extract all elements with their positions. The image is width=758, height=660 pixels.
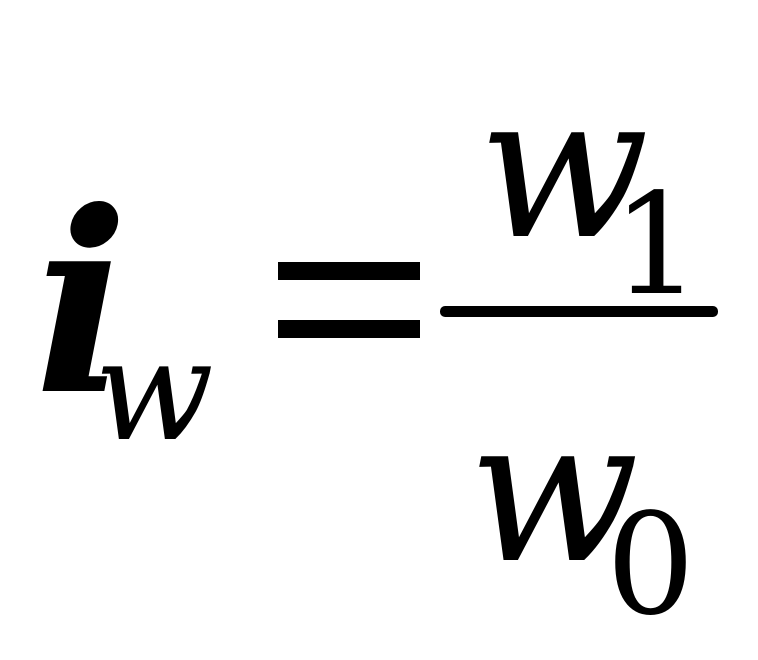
- equals-bar-top: [278, 262, 420, 280]
- lhs-symbol: i: [34, 156, 129, 450]
- equals-bar-bottom: [278, 320, 420, 338]
- numerator-symbol: w: [478, 51, 650, 284]
- denominator-subscript: 0: [606, 484, 696, 647]
- numerator-subscript: 1: [612, 164, 702, 327]
- denominator-symbol: w: [468, 375, 640, 608]
- fraction-bar: [440, 306, 718, 317]
- lhs-subscript: w: [94, 310, 214, 473]
- equals-sign: [278, 224, 420, 340]
